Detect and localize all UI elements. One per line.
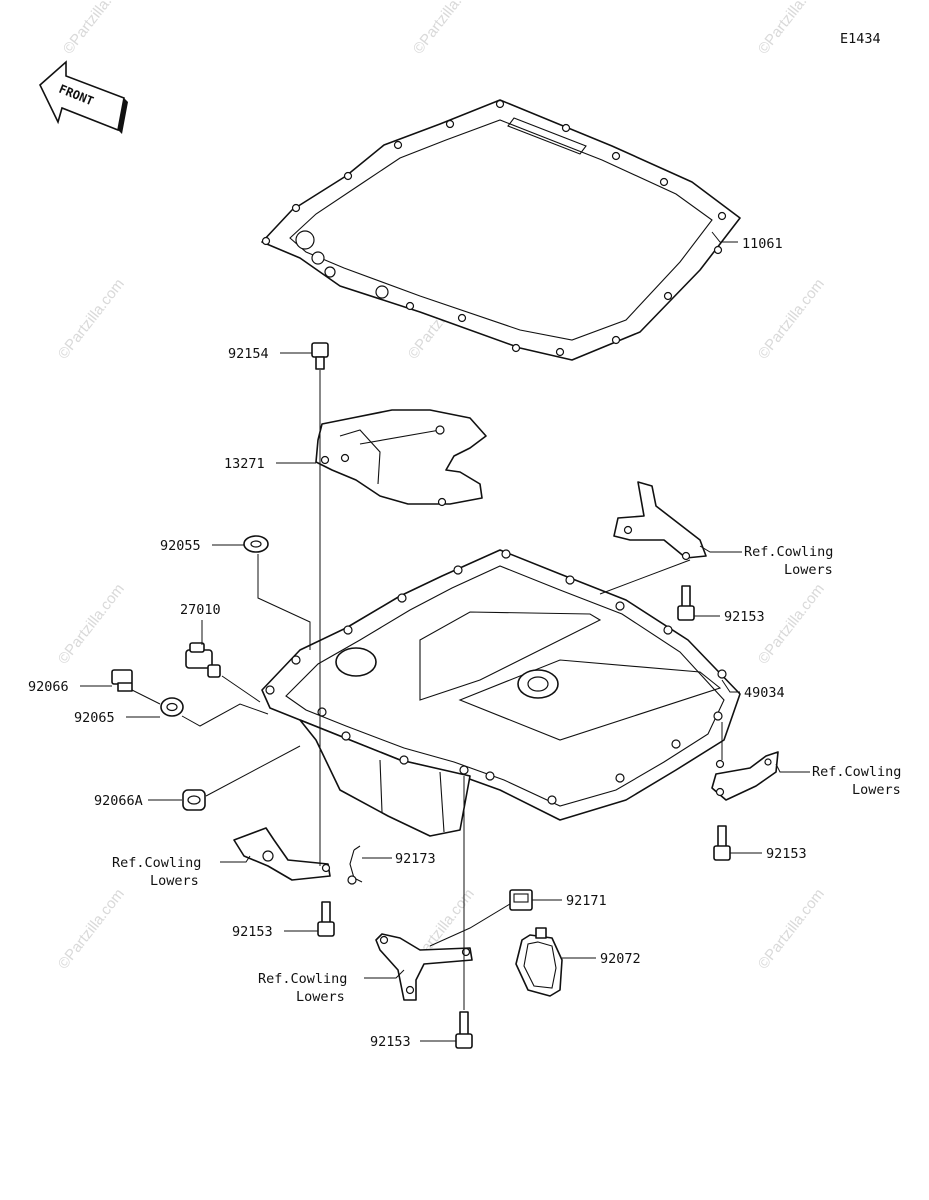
- watermark: ©Partzilla.com: [55, 886, 128, 973]
- watermark: ©Partzilla.com: [55, 581, 128, 668]
- label-92055[interactable]: 92055: [160, 538, 201, 554]
- clip-92173-icon: [347, 845, 363, 885]
- bolt-92153-icon-d: [455, 1011, 473, 1049]
- drain-plug-92066-icon: [111, 669, 133, 692]
- cowling-bracket-left: [233, 827, 331, 881]
- bolt-92154-icon: [311, 342, 329, 370]
- watermark: ©Partzilla.com: [410, 0, 483, 57]
- bolt-92153-icon-a: [677, 585, 695, 621]
- label-92153-a[interactable]: 92153: [724, 609, 765, 625]
- ref-cowling-d-line2: Lowers: [296, 989, 345, 1005]
- cowling-bracket-right: [711, 751, 779, 801]
- leader-lines: [80, 231, 810, 1042]
- label-11061[interactable]: 11061: [742, 236, 783, 252]
- front-arrow-icon: FRONT: [39, 60, 128, 134]
- oil-pan-gasket: [261, 99, 741, 361]
- label-92154[interactable]: 92154: [228, 346, 269, 362]
- connector-92171-icon: [509, 889, 533, 911]
- watermark: ©Partzilla.com: [55, 276, 128, 363]
- watermark: ©Partzilla.com: [755, 0, 828, 57]
- ref-cowling-c-line1: Ref.Cowling: [112, 855, 201, 871]
- oil-pan: [261, 549, 741, 837]
- baffle-plate: [315, 409, 487, 507]
- ref-cowling-b-line2: Lowers: [852, 782, 901, 798]
- band-92072-icon: [515, 927, 563, 997]
- ref-cowling-d-line1: Ref.Cowling: [258, 971, 347, 987]
- washer-92065-icon: [160, 697, 184, 717]
- part-labels: 11061 92154 13271 92055 27010 92066 9206…: [28, 236, 901, 1050]
- label-92153-b[interactable]: 92153: [766, 846, 807, 862]
- diagram-code: E1434: [840, 31, 881, 47]
- watermark: ©Partzilla.com: [755, 276, 828, 363]
- label-92173[interactable]: 92173: [395, 851, 436, 867]
- ref-cowling-b-line1: Ref.Cowling: [812, 764, 901, 780]
- bolt-92153-icon-c: [317, 901, 335, 937]
- label-27010[interactable]: 27010: [180, 602, 221, 618]
- ref-cowling-a-line2: Lowers: [784, 562, 833, 578]
- watermark: ©Partzilla.com: [755, 886, 828, 973]
- label-49034[interactable]: 49034: [744, 685, 785, 701]
- ref-cowling-c-line2: Lowers: [150, 873, 199, 889]
- cowling-bracket-top-right: [613, 481, 707, 561]
- washer-92055-icon: [243, 535, 269, 553]
- label-92066[interactable]: 92066: [28, 679, 69, 695]
- label-92066a[interactable]: 92066A: [94, 793, 143, 809]
- label-92171[interactable]: 92171: [566, 893, 607, 909]
- label-92072[interactable]: 92072: [600, 951, 641, 967]
- oil-pan-bolt-holes: [265, 549, 727, 805]
- label-92153-d[interactable]: 92153: [370, 1034, 411, 1050]
- cowling-bracket-bottom: [375, 933, 473, 1001]
- ref-cowling-a-line1: Ref.Cowling: [744, 544, 833, 560]
- label-13271[interactable]: 13271: [224, 456, 265, 472]
- watermark: ©Partzilla.com: [60, 0, 133, 57]
- label-92153-c[interactable]: 92153: [232, 924, 273, 940]
- bolt-92153-icon-b: [713, 825, 731, 861]
- plug-92066a-icon: [182, 789, 206, 811]
- gasket-bolt-holes: [261, 99, 727, 357]
- watermark: ©Partzilla.com: [755, 581, 828, 668]
- oil-pressure-switch-icon: [185, 642, 221, 678]
- label-92065[interactable]: 92065: [74, 710, 115, 726]
